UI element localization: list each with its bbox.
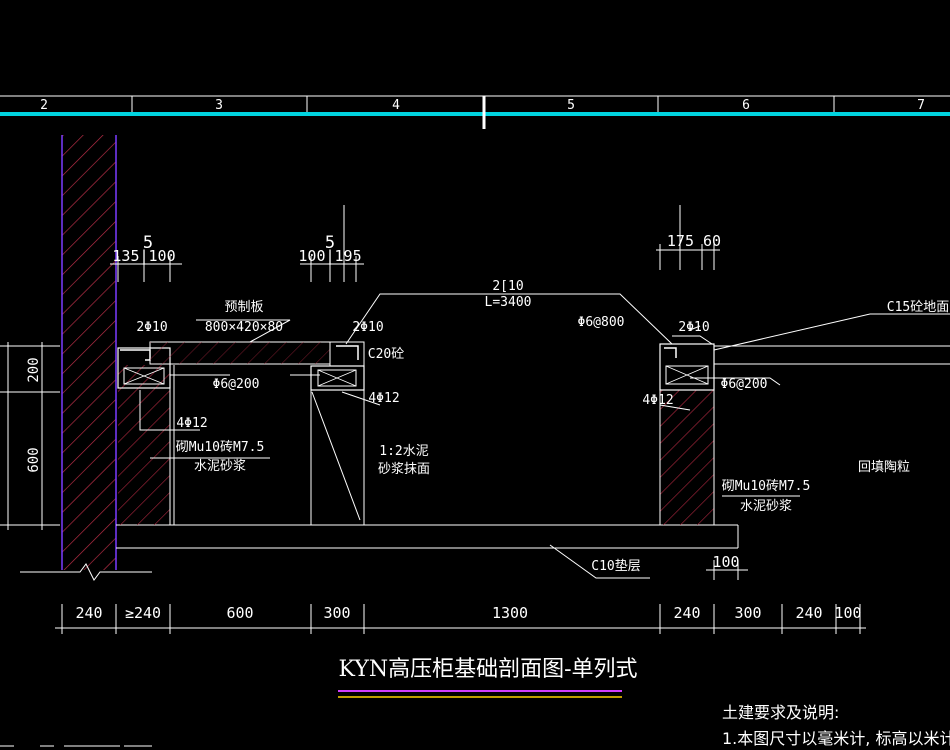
label-bars-right: 4Φ12	[642, 393, 673, 408]
left-trench-wall	[117, 347, 175, 525]
label-stirrup-right-top: Φ6@800	[578, 315, 625, 330]
column-ruler: 2 3 4 5 6 7	[0, 95, 950, 129]
bdim-4: 300	[323, 604, 350, 622]
label-rebar-left: 2Φ10	[136, 320, 167, 335]
notes-line-1: 1.本图尺寸以毫米计, 标高以米计	[722, 729, 950, 748]
label-bars-left: 4Φ12	[176, 416, 207, 431]
bdim-9: 100	[834, 604, 861, 622]
ruler-label-6: 6	[742, 98, 750, 113]
label-bars-mid: 4Φ12	[368, 391, 399, 406]
vertical-dimensions	[0, 342, 60, 530]
notes-heading: 土建要求及说明:	[722, 703, 839, 722]
vdim-200: 200	[26, 357, 42, 382]
dim-100-right	[706, 560, 748, 580]
ruler-label-3: 3	[215, 98, 223, 113]
leader-lines	[139, 293, 950, 579]
precast-slab	[149, 341, 331, 365]
label-stirrup-left: Φ6@200	[213, 377, 260, 392]
dim-100-label: 100	[712, 553, 739, 571]
right-trench-wall	[659, 343, 715, 525]
label-floor: C15砼地面	[887, 300, 949, 315]
label-precast: 预制板	[224, 300, 263, 315]
dim-left-top: 135|100	[112, 247, 175, 265]
ruler-label-5: 5	[567, 98, 575, 113]
label-rebar-right: 2Φ10	[678, 320, 709, 335]
dim-right-top: 175 60	[667, 232, 721, 250]
label-plaster-1: 1:2水泥	[379, 444, 428, 459]
vdim-600: 600	[26, 447, 42, 472]
c10-cushion-slab	[116, 524, 739, 549]
bottom-dimension-line	[55, 604, 866, 634]
section-mark-mid: 5	[325, 233, 335, 253]
label-mortar-left: 水泥砂浆	[194, 459, 246, 474]
bdim-7: 300	[734, 604, 761, 622]
label-cushion: C10垫层	[591, 558, 640, 574]
ruler-label-4: 4	[392, 98, 400, 113]
label-backfill: 回填陶粒	[858, 459, 910, 475]
ruler-label-7: 7	[917, 98, 925, 113]
label-c20: C20砼	[368, 347, 404, 362]
drawing-title: KYN高压柜基础剖面图-单列式	[338, 657, 637, 682]
label-brick-left: 砌Mu10砖M7.5	[176, 440, 265, 455]
top-dimensions	[110, 205, 720, 282]
dim-mid-top: 100|195	[298, 247, 361, 265]
bdim-8: 240	[795, 604, 822, 622]
section-mark-left: 5	[143, 233, 153, 253]
bdim-1: 240	[75, 604, 102, 622]
label-plaster-2: 砂浆抹面	[378, 462, 430, 477]
label-rebar-mid: 2Φ10	[352, 320, 383, 335]
label-channel: 2[10	[492, 279, 523, 294]
c15-floor	[714, 345, 950, 365]
label-stirrup-right: Φ6@200	[721, 377, 768, 392]
label-channel-length: L=3400	[485, 295, 532, 310]
bdim-5: 1300	[492, 604, 528, 622]
ruler-label-2: 2	[40, 98, 48, 113]
bdim-6: 240	[673, 604, 700, 622]
label-mortar-right: 水泥砂浆	[740, 499, 792, 514]
label-brick-right: 砌Mu10砖M7.5	[722, 479, 811, 494]
middle-trench-wall	[310, 341, 365, 525]
label-precast-size: 800×420×80	[205, 320, 283, 335]
bdim-2: ≥240	[125, 604, 161, 622]
bdim-3: 600	[226, 604, 253, 622]
building-wall	[20, 135, 152, 581]
